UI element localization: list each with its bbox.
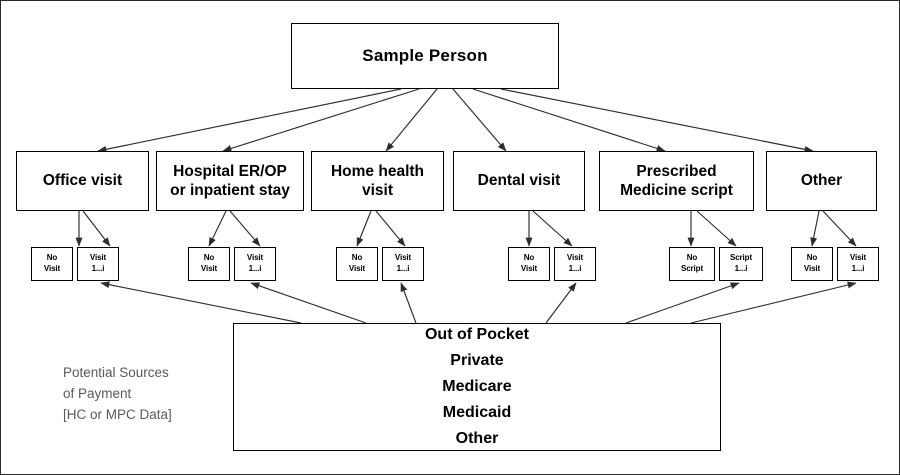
- node-home-health-visit-none-line1: No: [351, 253, 363, 263]
- node-hospital-er-op-none-line1: No: [203, 253, 215, 263]
- edge-office-visit-to-enumerated: [82, 210, 111, 247]
- node-prescribed-medicine-line2: Medicine script: [620, 182, 733, 199]
- edge-root-to-home-health-visit: [385, 88, 438, 152]
- edge-root-to-office-visit: [97, 88, 402, 153]
- node-prescribed-medicine-script[interactable]: Prescribed Medicine script: [599, 151, 754, 211]
- node-dental-visit-line1: Dental visit: [477, 172, 561, 190]
- edge-hospital-er-op-to-none: [208, 210, 227, 247]
- node-prescribed-medicine-enumerated-line1: Script: [729, 253, 753, 263]
- node-office-visit-none-line2: Visit: [43, 264, 61, 273]
- edge-home-health-visit-to-none: [356, 210, 372, 247]
- node-home-health-visit-enumerated[interactable]: Visit 1...i: [382, 247, 424, 281]
- payment-source-private: Private: [450, 352, 504, 370]
- node-dental-visit[interactable]: Dental visit: [453, 151, 585, 211]
- node-home-health-visit-none-line2: Visit: [348, 264, 366, 273]
- payment-source-medicaid: Medicaid: [442, 403, 512, 421]
- node-home-health-visit-line1: Home health: [330, 162, 424, 180]
- edge-payment-to-office-visit-enumerated: [100, 281, 302, 324]
- node-home-health-visit-line2: visit: [361, 182, 393, 199]
- node-other-category-line1: Other: [800, 172, 843, 190]
- node-dental-visit-enumerated-line1: Visit: [566, 253, 584, 263]
- caption-line3: [HC or MPC Data]: [63, 406, 172, 422]
- node-home-health-visit-none[interactable]: No Visit: [336, 247, 378, 281]
- node-prescribed-medicine-none-line2: Script: [680, 264, 704, 273]
- node-dental-visit-none-line2: Visit: [520, 264, 538, 273]
- edge-dental-visit-to-enumerated: [532, 210, 573, 247]
- node-hospital-er-op-none[interactable]: No Visit: [188, 247, 230, 281]
- node-payment-sources[interactable]: Out of Pocket Private Medicare Medicaid …: [233, 323, 721, 451]
- node-office-visit-enumerated-line1: Visit: [89, 253, 107, 263]
- edge-root-to-hospital-er-op: [222, 88, 420, 152]
- node-office-visit-line1: Office visit: [42, 172, 123, 190]
- node-other-none-line2: Visit: [803, 264, 821, 273]
- edge-payment-to-home-health-visit-enumerated: [400, 282, 417, 324]
- node-dental-visit-none[interactable]: No Visit: [508, 247, 550, 281]
- edge-hospital-er-op-to-enumerated: [229, 210, 261, 247]
- node-home-health-visit-enumerated-line1: Visit: [394, 253, 412, 263]
- payment-source-out-of-pocket: Out of Pocket: [424, 326, 529, 344]
- node-other-enumerated-line1: Visit: [849, 253, 867, 263]
- payment-source-medicare: Medicare: [442, 378, 512, 396]
- node-hospital-er-op-enumerated-line2: 1...i: [248, 264, 262, 273]
- edge-other-to-enumerated: [822, 210, 857, 247]
- edge-payment-to-hospital-er-op-enumerated: [250, 282, 367, 324]
- node-hospital-er-op-enumerated-line1: Visit: [246, 253, 264, 263]
- node-home-health-visit[interactable]: Home health visit: [311, 151, 444, 211]
- node-dental-visit-enumerated-line2: 1...i: [568, 264, 582, 273]
- edge-payment-to-prescribed-medicine-enumerated: [625, 282, 740, 324]
- edge-home-health-visit-to-enumerated: [375, 210, 406, 247]
- node-prescribed-medicine-line1: Prescribed: [636, 162, 717, 180]
- edge-prescribed-medicine-to-enumerated: [696, 210, 737, 247]
- caption-line1: Potential Sources: [63, 365, 169, 380]
- node-hospital-er-op-none-line2: Visit: [200, 264, 218, 273]
- edge-other-to-none: [810, 210, 820, 247]
- node-other-none-line1: No: [806, 253, 818, 263]
- node-office-visit-enumerated[interactable]: Visit 1...i: [77, 247, 119, 281]
- payment-source-other: Other: [455, 429, 499, 447]
- edge-payment-to-other-enumerated: [690, 281, 857, 324]
- edge-payment-to-dental-visit-enumerated: [545, 282, 577, 324]
- caption-line2: of Payment: [63, 385, 132, 401]
- node-sample-person-label: Sample Person: [362, 46, 488, 65]
- node-office-visit-none-line1: No: [46, 253, 58, 263]
- node-other-enumerated-line2: 1...i: [851, 264, 865, 273]
- node-dental-visit-enumerated[interactable]: Visit 1...i: [554, 247, 596, 281]
- node-dental-visit-none-line1: No: [523, 253, 535, 263]
- node-office-visit-none[interactable]: No Visit: [31, 247, 73, 281]
- node-prescribed-medicine-enumerated[interactable]: Script 1...i: [719, 247, 763, 281]
- edge-root-to-dental-visit: [452, 88, 507, 152]
- node-hospital-er-op-line2: or inpatient stay: [170, 182, 290, 199]
- node-office-visit-enumerated-line2: 1...i: [91, 264, 105, 273]
- node-sample-person[interactable]: Sample Person: [291, 23, 559, 89]
- node-other-none[interactable]: No Visit: [791, 247, 833, 281]
- node-prescribed-medicine-none-line1: No: [686, 253, 698, 263]
- node-other-category[interactable]: Other: [766, 151, 877, 211]
- node-office-visit[interactable]: Office visit: [16, 151, 149, 211]
- payment-sources-caption: Potential Sources of Payment [HC or MPC …: [63, 363, 223, 426]
- node-hospital-er-op-enumerated[interactable]: Visit 1...i: [234, 247, 276, 281]
- node-prescribed-medicine-none[interactable]: No Script: [669, 247, 715, 281]
- node-other-enumerated[interactable]: Visit 1...i: [837, 247, 879, 281]
- edge-root-to-other: [500, 88, 814, 153]
- node-prescribed-medicine-enumerated-line2: 1...i: [734, 264, 748, 273]
- node-home-health-visit-enumerated-line2: 1...i: [396, 264, 410, 273]
- node-hospital-er-op-line1: Hospital ER/OP: [173, 162, 287, 180]
- node-hospital-er-op[interactable]: Hospital ER/OP or inpatient stay: [156, 151, 304, 211]
- edge-root-to-prescribed-medicine: [472, 88, 666, 152]
